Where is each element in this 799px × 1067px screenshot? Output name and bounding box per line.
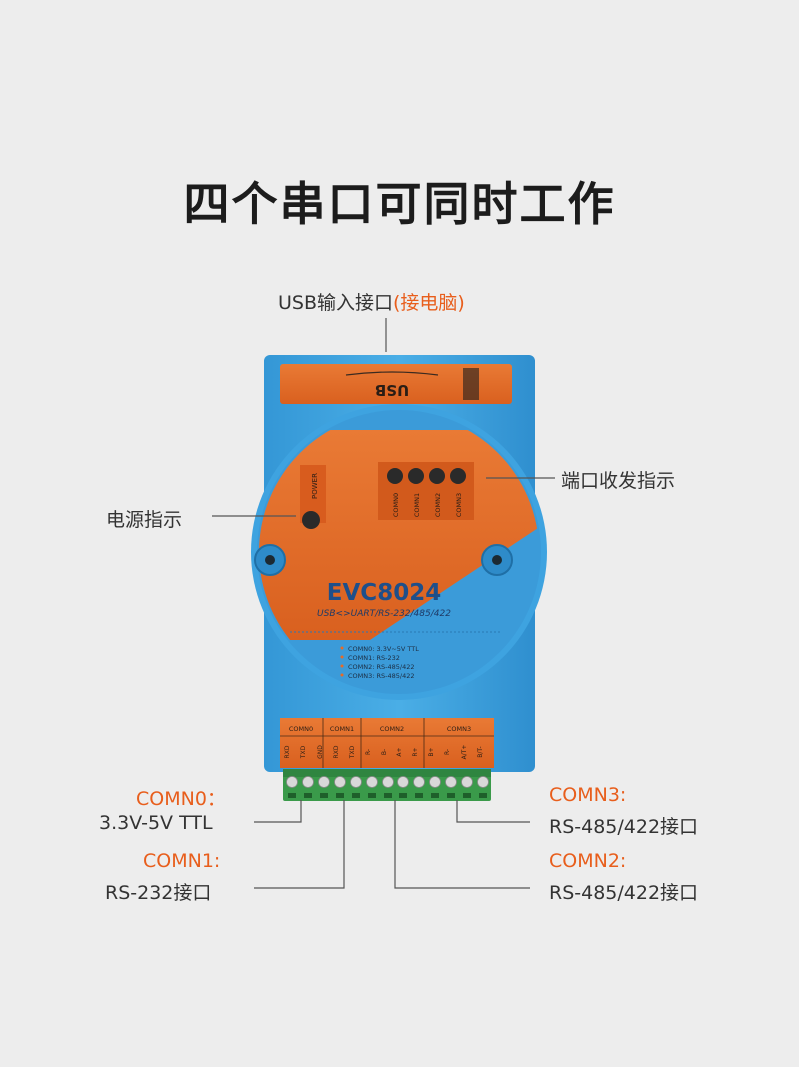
pin-label-9: B+ — [428, 747, 435, 756]
power-led-label: POWER — [311, 473, 319, 499]
comn0-name: COMN0： — [136, 788, 226, 810]
device-subtitle: USB<>UART/RS-232/485/422 — [317, 609, 451, 619]
usb-plate-text: USB — [375, 381, 409, 399]
port-led-label-1: COMN1 — [413, 493, 421, 517]
port-led-0 — [387, 468, 403, 484]
pin-label-4: TXD — [349, 745, 356, 759]
terminal-screws — [286, 776, 489, 788]
pin-label-2: GND — [317, 745, 324, 759]
group-label-2: COMN2 — [380, 725, 404, 733]
spec-3: COMN3: RS-485/422 — [348, 672, 415, 680]
comn0-desc: 3.3V-5V TTL — [99, 812, 213, 834]
pin-label-5: R- — [365, 749, 372, 755]
group-label-1: COMN1 — [330, 725, 354, 733]
group-label-3: COMN3 — [447, 725, 471, 733]
port-led-1 — [408, 468, 424, 484]
port-led-2 — [429, 468, 445, 484]
spec-list: COMN0: 3.3V~5V TTL COMN1: RS-232 COMN2: … — [340, 645, 419, 680]
pin-label-7: A+ — [396, 747, 403, 756]
usb-input-callout: USB输入接口(接电脑) — [278, 288, 465, 315]
port-led-label-3: COMN3 — [455, 493, 463, 517]
port-indicator-callout: 端口收发指示 — [561, 470, 676, 492]
pin-label-3: RXD — [333, 745, 340, 758]
usb-input-label: USB输入接口 — [278, 292, 394, 314]
leader-lines — [212, 318, 555, 889]
pin-label-10: R- — [444, 749, 451, 755]
spec-2: COMN2: RS-485/422 — [348, 663, 415, 671]
pin-label-8: R+ — [412, 747, 419, 756]
comn1-name: COMN1: — [143, 850, 221, 872]
comn1-desc: RS-232接口 — [105, 882, 212, 904]
spec-1: COMN1: RS-232 — [348, 654, 400, 662]
comn3-name: COMN3: — [549, 784, 627, 806]
pin-labels: RXD TXD GND RXD TXD R- B- A+ R+ B+ R- A/… — [284, 745, 484, 760]
spec-0: COMN0: 3.3V~5V TTL — [348, 645, 419, 653]
usb-label-plate — [280, 364, 512, 404]
device-model: EVC8024 — [327, 580, 441, 606]
group-label-0: COMN0 — [289, 725, 313, 733]
pin-label-0: RXD — [284, 745, 291, 758]
power-indicator-callout: 电源指示 — [106, 509, 183, 531]
page-title: 四个串口可同时工作 — [183, 177, 616, 231]
comn2-desc: RS-485/422接口 — [549, 882, 699, 904]
power-led — [302, 511, 320, 529]
pin-label-12: B/T- — [477, 746, 484, 757]
pin-label-1: TXD — [300, 745, 307, 759]
terminal-label-strip — [280, 718, 494, 768]
usb-input-note: (接电脑) — [393, 292, 465, 314]
comn2-name: COMN2: — [549, 850, 627, 872]
port-led-3 — [450, 468, 466, 484]
port-led-label-0: COMN0 — [392, 493, 400, 517]
pin-label-6: B- — [381, 749, 388, 755]
pin-label-11: A/T+ — [461, 745, 468, 760]
comn3-desc: RS-485/422接口 — [549, 816, 699, 838]
port-leds — [387, 468, 466, 484]
port-led-label-2: COMN2 — [434, 493, 442, 517]
